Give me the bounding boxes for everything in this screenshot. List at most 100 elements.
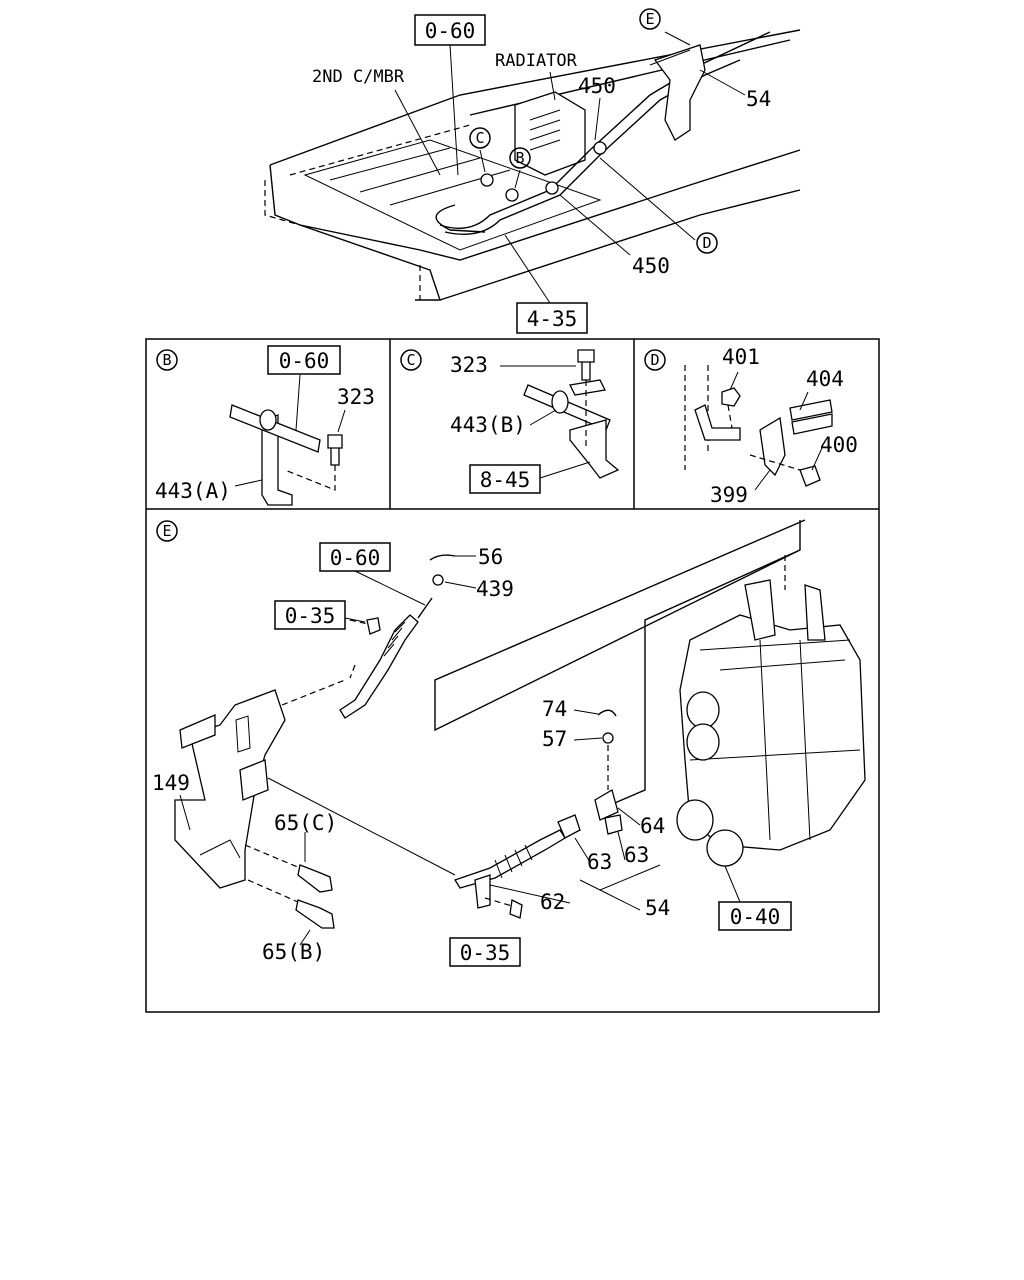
cable-lower-sheath [454,829,566,889]
fitting-64 [594,789,619,821]
shift-lever-bracket [744,579,826,641]
housing-output [706,829,744,867]
callout-circle-b [509,147,531,169]
bolt-323-b [327,434,343,466]
panel-e: E 0-60 0-35 0-35 0-40 56 439 74 57 149 6… [152,519,866,967]
ref-box-4-35 [516,302,588,334]
label-450-lower: 450 [632,254,670,278]
panel-e-label-63-left: 63 [587,850,612,874]
panel-c-label-323: 323 [450,353,488,377]
pin-74 [597,709,617,717]
panel-e-ref-0-60: 0-60 [330,546,381,570]
panel-e-letter: E [162,522,171,540]
callout-c: C [475,129,484,147]
callout-circle-c [469,127,491,149]
cable-upper-end [339,614,419,719]
panel-e-label-65c: 65(C) [274,811,337,835]
clamp-b [505,188,519,202]
callout-circle-e [639,8,661,30]
callout-b: B [515,149,524,167]
bolt-65c [297,864,333,893]
panel-b-label-443a: 443(A) [155,479,231,503]
pin-56 [429,554,456,561]
panel-c-letter: C [406,351,415,369]
panel-e-ref-0-35-lower: 0-35 [460,941,511,965]
clamp-443b [551,390,569,414]
panel-e-label-74: 74 [542,697,567,721]
cable-loop [435,204,486,233]
panel-d-label-400: 400 [820,433,858,457]
bolt-323-c [577,349,595,381]
panel-b-ref-box [267,345,341,375]
bolt-400 [799,465,821,487]
bolt-0-35-lower [509,899,523,919]
panel-e-label-54: 54 [645,896,670,920]
panel-e-ref-box-0-35-lower [449,937,521,967]
nut-401 [721,387,741,407]
clip-450-lower [545,181,559,195]
panel-b: B 0-60 323 443(A) [155,345,375,506]
bolt-0-35-upper [366,617,381,635]
bracket-d [694,404,741,441]
panel-c-ref: 8-45 [480,468,531,492]
panel-e-ref-0-35-upper: 0-35 [285,604,336,628]
panel-e-label-65b: 65(B) [262,940,325,964]
transmission-housing [679,614,866,851]
panel-c-label-443b: 443(B) [450,413,526,437]
panel-e-circle [156,520,178,542]
label-2nd-cmbr: 2ND C/MBR [312,67,405,87]
label-54-top: 54 [746,87,771,111]
housing-boss-lower [676,799,714,841]
panel-b-ref: 0-60 [279,349,330,373]
washer-57 [602,732,614,744]
clamp-399 [759,416,786,477]
panel-e-label-439: 439 [476,577,514,601]
clamp-c [480,173,494,187]
housing-boss-middle [686,723,720,761]
panel-e-ref-box-0-40 [718,901,792,931]
label-radiator: RADIATOR [495,51,578,71]
top-overview: 0-60 4-35 2ND C/MBR RADIATOR 450 54 450 … [264,8,801,334]
bracket-e [653,44,706,141]
panel-e-ref-box-0-35-upper [274,600,346,630]
panel-d-label-401: 401 [722,345,760,369]
callout-d: D [702,234,711,252]
ref-0-60-top: 0-60 [425,19,476,43]
panel-e-label-62: 62 [540,890,565,914]
nut-63-right [604,814,623,835]
panel-e-label-64: 64 [640,814,665,838]
label-450-upper: 450 [578,74,616,98]
panel-e-label-149: 149 [152,771,190,795]
panel-d-letter: D [650,351,659,369]
panel-d: D 401 404 400 399 [644,345,858,507]
frame-crossmember [303,139,602,251]
frame-hidden-edge [264,124,471,300]
washer-439 [432,574,444,586]
panel-c-ref-box [469,464,541,494]
panel-e-label-57: 57 [542,727,567,751]
detail-frame [145,338,880,1013]
clip-450-upper [593,141,607,155]
callout-e: E [645,10,654,28]
panel-c-circle [400,349,422,371]
panel-d-label-399: 399 [710,483,748,507]
ref-4-35: 4-35 [527,307,578,331]
frame-rail-right [439,39,801,301]
nut-63-left [557,814,581,839]
panel-e-label-56: 56 [478,545,503,569]
ref-box-0-60-top [414,14,486,46]
bracket-149-plate [239,759,269,801]
panel-b-circle [156,349,178,371]
callout-circle-d [696,232,718,254]
frame-rail-bottom [299,149,801,261]
panel-e-ref-0-40: 0-40 [730,905,781,929]
panel-d-label-404: 404 [806,367,844,391]
cable-run [439,31,771,229]
cable-lower-end [474,874,491,909]
panel-c: C 323 443(B) 8-45 [400,349,620,494]
panel-d-circle [644,349,666,371]
bolt-65b [295,899,335,929]
panel-e-label-63-right: 63 [624,843,649,867]
panel-b-letter: B [162,351,171,369]
